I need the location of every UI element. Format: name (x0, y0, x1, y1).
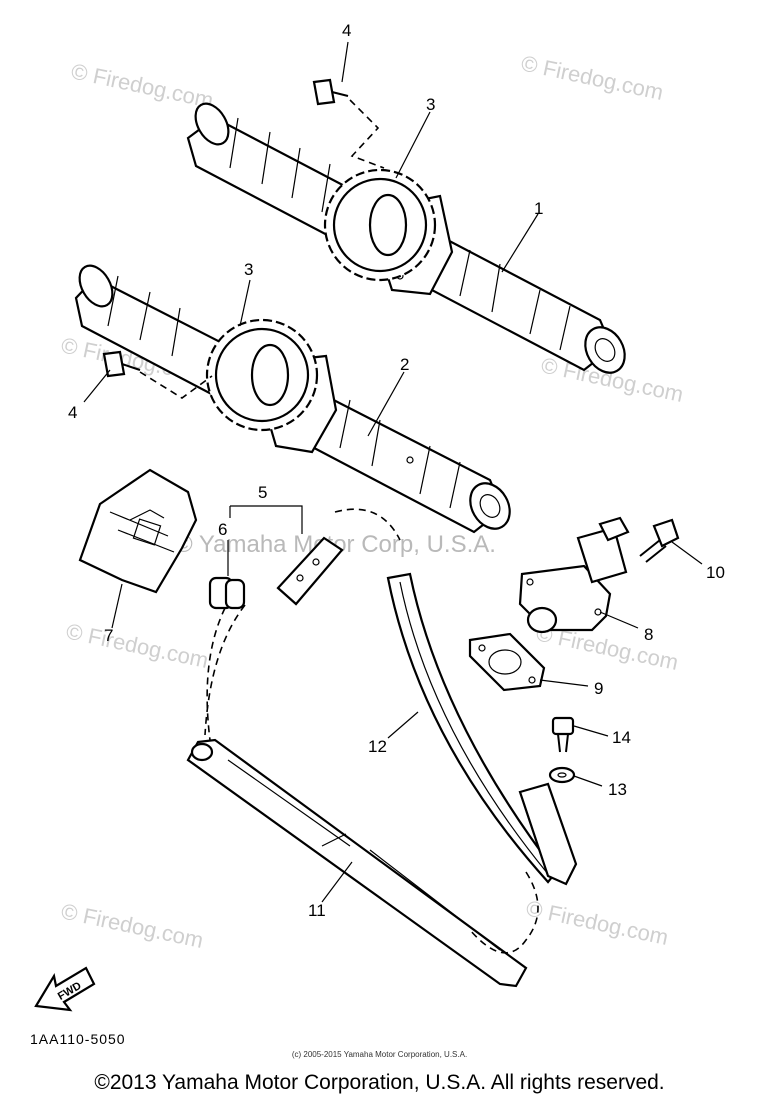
watermark-firedog: © Firedog.com (64, 618, 211, 673)
cam-sprocket-3-lower (205, 318, 319, 432)
callout-13: 13 (608, 780, 627, 799)
cam-chain-path (204, 508, 401, 741)
callout-3-lower: 3 (244, 260, 253, 279)
watermark-firedog: © Firedog.com (59, 898, 206, 953)
chain-guide-12 (386, 572, 578, 954)
chain-link-6 (208, 576, 246, 610)
watermark-firedog: © Firedog.com (524, 895, 671, 950)
footer-small-copyright: (c) 2005-2015 Yamaha Motor Corporation, … (291, 1050, 468, 1059)
callout-3-upper: 3 (426, 95, 435, 114)
fwd-arrow: FWD (34, 966, 96, 1012)
watermark-firedog: © Firedog.com (69, 58, 216, 113)
bolt-14 (551, 716, 575, 753)
bolt-4-lower (102, 350, 213, 399)
master-link-5 (276, 536, 344, 606)
callout-9: 9 (594, 679, 603, 698)
chain-guide-7 (78, 468, 198, 594)
callout-4-lower: 4 (68, 403, 77, 422)
callout-8: 8 (644, 625, 653, 644)
callout-11: 11 (308, 901, 326, 920)
chain-tensioner-8 (518, 516, 630, 634)
callout-2: 2 (400, 355, 409, 374)
callout-7: 7 (104, 626, 113, 645)
callout-10: 10 (706, 563, 725, 582)
callout-5: 5 (258, 483, 267, 502)
callout-4-upper: 4 (342, 21, 351, 40)
cam-sprocket-3-upper (323, 168, 437, 282)
leader-lines (83, 41, 703, 903)
callout-14: 14 (612, 728, 631, 747)
tensioner-guide-11 (186, 738, 528, 988)
watermark-firedog: © Firedog.com (519, 50, 666, 105)
footer-copyright: ©2013 Yamaha Motor Corporation, U.S.A. A… (94, 1071, 665, 1094)
callout-labels: 4 3 1 3 2 4 5 6 7 10 8 9 14 13 12 11 (68, 21, 725, 920)
washer-13 (548, 766, 576, 784)
diagram-code: 1AA110-5050 (30, 1031, 126, 1047)
callout-6: 6 (218, 520, 227, 539)
bolt-4-upper (312, 78, 385, 169)
bolt-10 (639, 518, 680, 563)
callout-12: 12 (368, 737, 387, 756)
callout-1: 1 (534, 199, 543, 218)
gasket-9 (468, 632, 546, 692)
